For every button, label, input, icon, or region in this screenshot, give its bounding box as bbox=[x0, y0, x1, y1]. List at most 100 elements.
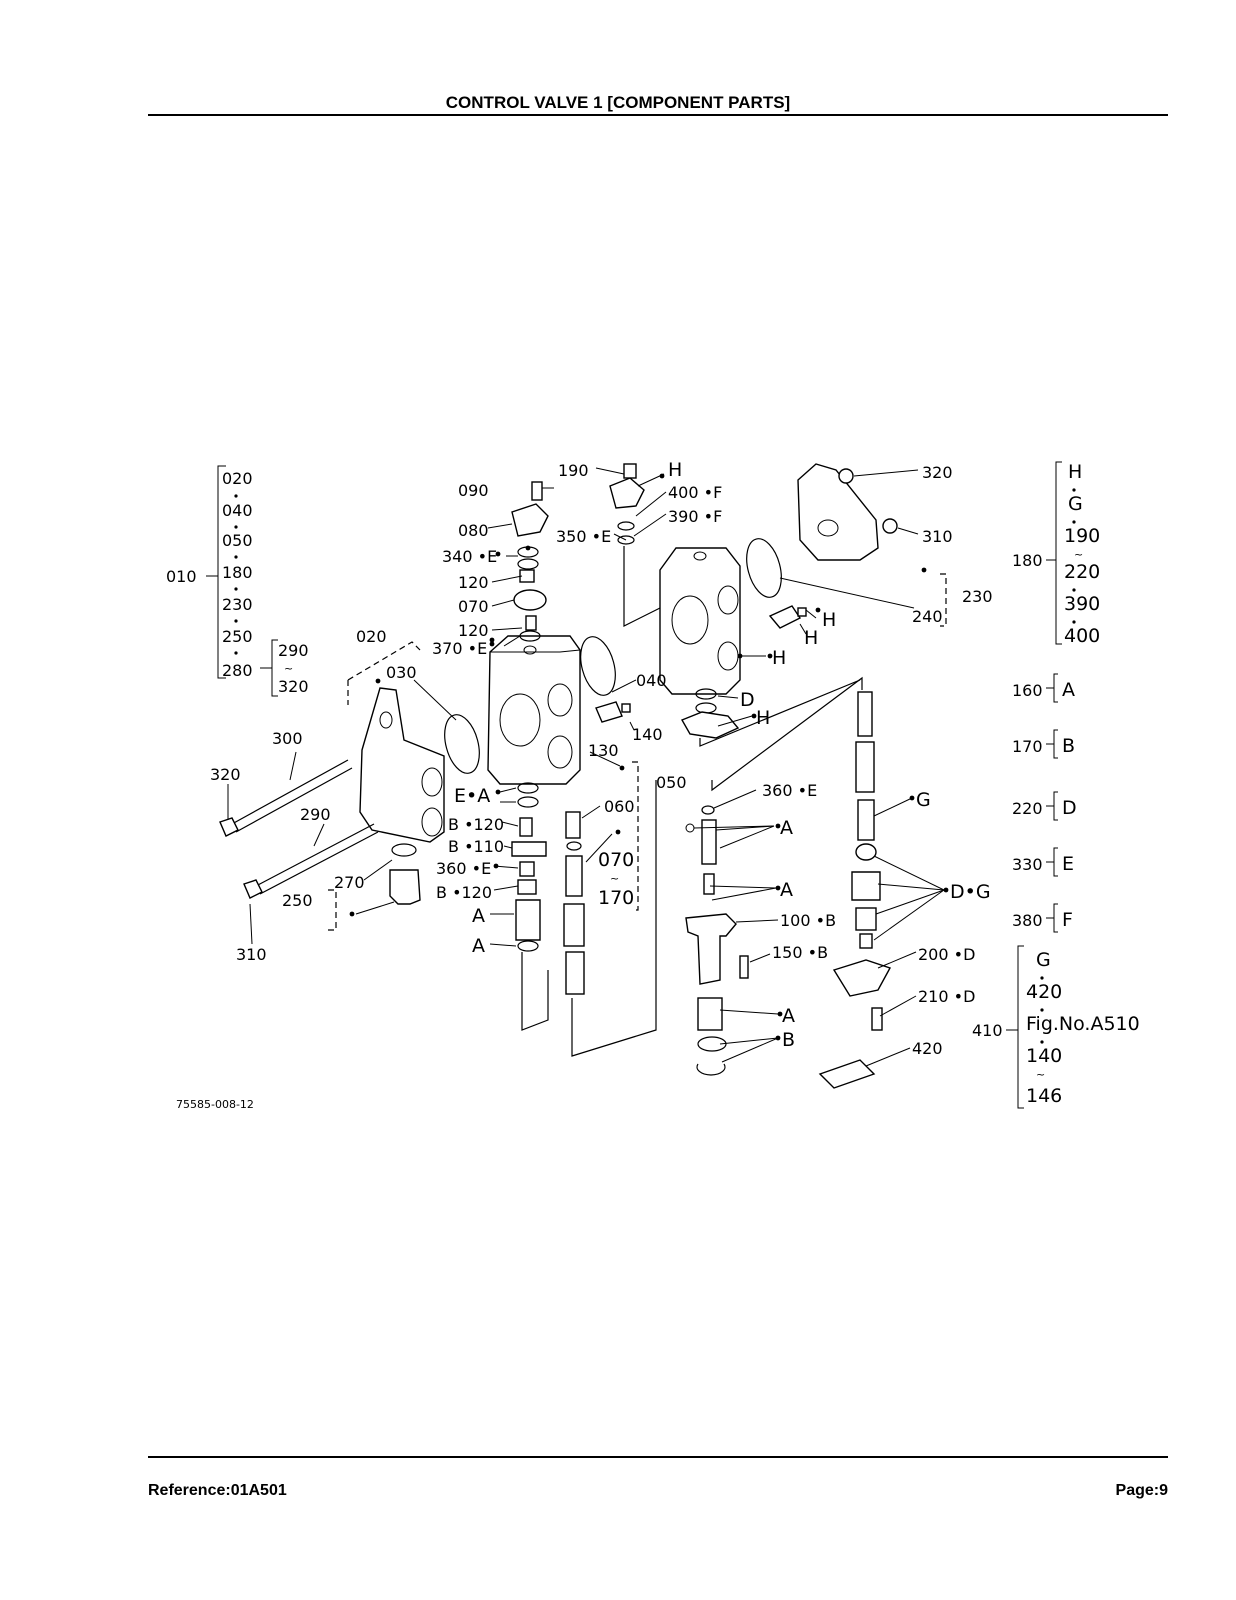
callout: A bbox=[780, 817, 793, 839]
legend-code: 380 bbox=[1012, 911, 1043, 930]
callout: 070 bbox=[598, 849, 634, 871]
callout: B bbox=[782, 1029, 795, 1051]
callout: A bbox=[472, 935, 485, 957]
group-250-outline bbox=[328, 889, 337, 931]
legend-code: 160 bbox=[1012, 681, 1043, 700]
callout: G bbox=[916, 789, 931, 811]
figure-code: 75585-008-12 bbox=[176, 1098, 254, 1111]
callout-labels: 190 H 400 •F 390 •F 350 •E 090 080 340 •… bbox=[210, 459, 993, 1058]
group-180-item: G bbox=[1068, 493, 1083, 515]
callout: 340 •E bbox=[442, 547, 497, 566]
header-rule bbox=[148, 114, 1168, 116]
group-410-item: 420 bbox=[1026, 981, 1062, 1003]
callout: 120 bbox=[458, 573, 489, 592]
callout: 040 bbox=[636, 671, 667, 690]
group-410-item: G bbox=[1036, 949, 1051, 971]
callout: 130 bbox=[588, 741, 619, 760]
group-180-bracket: 180 H G 190 ~ 220 390 400 bbox=[1012, 461, 1100, 647]
spool-column-far-right bbox=[832, 691, 892, 1031]
callout: D•G bbox=[950, 881, 991, 903]
footer-rule bbox=[148, 1456, 1168, 1458]
group-010-bracket: 010 020 040 050 180 230 250 280 290 ~ 32… bbox=[166, 465, 309, 697]
callout: 090 bbox=[458, 481, 489, 500]
spool-column-right bbox=[685, 676, 863, 1076]
group-010-item: 020 bbox=[222, 469, 253, 488]
callout: 420 bbox=[912, 1039, 943, 1058]
callout: E•A bbox=[454, 785, 490, 807]
callout: 400 •F bbox=[668, 483, 722, 502]
group-020-outline bbox=[347, 641, 421, 705]
callout: B •120 bbox=[448, 815, 504, 834]
leader-dots bbox=[349, 473, 949, 1041]
group-180-item: 390 bbox=[1064, 593, 1100, 615]
callout: 360 •E bbox=[436, 859, 491, 878]
callout: H bbox=[822, 609, 836, 631]
callout: 070 bbox=[458, 597, 489, 616]
callout: 320 bbox=[210, 765, 241, 784]
callout: 200 •D bbox=[918, 945, 975, 964]
callout: 300 bbox=[272, 729, 303, 748]
callout: H bbox=[756, 707, 770, 729]
callout: 250 bbox=[282, 891, 313, 910]
callout: 020 bbox=[356, 627, 387, 646]
callout: 030 bbox=[386, 663, 417, 682]
group-180-label: 180 bbox=[1012, 551, 1043, 570]
svg-text:~: ~ bbox=[1074, 548, 1083, 561]
group-010-sub-start: 290 bbox=[278, 641, 309, 660]
page-title: CONTROL VALVE 1 [COMPONENT PARTS] bbox=[445, 93, 791, 112]
callout: 100 •B bbox=[780, 911, 836, 930]
callout: 270 bbox=[334, 873, 365, 892]
top-small-parts bbox=[511, 463, 661, 642]
callout: D bbox=[740, 689, 755, 711]
svg-text:~: ~ bbox=[610, 872, 619, 885]
group-010-item: 230 bbox=[222, 595, 253, 614]
legend-code: 220 bbox=[1012, 799, 1043, 818]
group-410-bracket: 410 G 420 Fig.No.A510 140 ~ 146 bbox=[972, 945, 1140, 1109]
seal-plate-420 bbox=[818, 1059, 876, 1089]
group-410-item: 140 bbox=[1026, 1045, 1062, 1067]
callout: 320 bbox=[922, 463, 953, 482]
group-050-outline bbox=[632, 761, 639, 911]
callout: H bbox=[772, 647, 786, 669]
callout: A bbox=[472, 905, 485, 927]
callout: 050 bbox=[656, 773, 687, 792]
callout: 360 •E bbox=[762, 781, 817, 800]
callout: B •120 bbox=[436, 883, 492, 902]
valve-body-main bbox=[487, 635, 581, 785]
group-010-label: 010 bbox=[166, 567, 197, 586]
inlet-section-020 bbox=[359, 687, 445, 843]
o-ring-240 bbox=[746, 538, 782, 598]
legend-letter: B bbox=[1062, 735, 1075, 757]
callout: 310 bbox=[922, 527, 953, 546]
group-410-item: Fig.No.A510 bbox=[1026, 1013, 1140, 1035]
spool-column-left bbox=[511, 782, 549, 1031]
group-180-item: H bbox=[1068, 461, 1082, 483]
valve-section-230 bbox=[659, 547, 741, 695]
callout: 290 bbox=[300, 805, 331, 824]
callout: 150 •B bbox=[772, 943, 828, 962]
svg-text:~: ~ bbox=[1036, 1068, 1045, 1081]
group-180-item: 220 bbox=[1064, 561, 1100, 583]
callout: 120 bbox=[458, 621, 489, 640]
callout: B •110 bbox=[448, 837, 504, 856]
group-410-label: 410 bbox=[972, 1021, 1003, 1040]
spool-column-center bbox=[563, 780, 657, 1057]
callout: 370 •E bbox=[432, 639, 487, 658]
callout: 210 •D bbox=[918, 987, 975, 1006]
group-180-item: 400 bbox=[1064, 625, 1100, 647]
group-010-item: 250 bbox=[222, 627, 253, 646]
callout: 060 bbox=[604, 797, 635, 816]
legend-code: 170 bbox=[1012, 737, 1043, 756]
group-010-item: 180 bbox=[222, 563, 253, 582]
page-number: Page:9 bbox=[1115, 1482, 1168, 1499]
callout: 310 bbox=[236, 945, 267, 964]
callout: 240 bbox=[912, 607, 943, 626]
callout: 080 bbox=[458, 521, 489, 540]
legend-letter: A bbox=[1062, 679, 1075, 701]
group-010-item: 280 bbox=[222, 661, 253, 680]
legend-code: 330 bbox=[1012, 855, 1043, 874]
callout: H bbox=[804, 627, 818, 649]
group-010-sub-end: 320 bbox=[278, 677, 309, 696]
